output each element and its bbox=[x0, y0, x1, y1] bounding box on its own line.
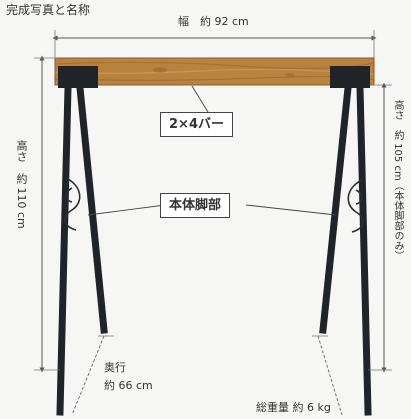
width-label: 幅 約 92 cm bbox=[178, 15, 249, 28]
body-leader-left bbox=[87, 204, 166, 216]
inner-height-label: 高さ 約 105 cm（本体脚部のみ） bbox=[392, 100, 403, 261]
depth-label-line1: 奥行 bbox=[104, 361, 126, 374]
left-bracket bbox=[58, 66, 98, 88]
right-leg bbox=[319, 84, 372, 416]
bar-leader-line bbox=[191, 85, 209, 113]
weight-label: 総重量 約 6 kg bbox=[256, 401, 331, 414]
depth-dimension-line bbox=[71, 335, 105, 416]
bar-label: 2×4バー bbox=[160, 112, 233, 137]
wood-bar bbox=[54, 57, 375, 86]
height-label: 高さ 約 110 cm bbox=[15, 140, 28, 229]
left-scroll-ornament bbox=[64, 177, 81, 231]
weight-dashed-line bbox=[317, 335, 343, 416]
diagram-title: 完成写真と名称 bbox=[6, 3, 91, 17]
right-scroll-ornament bbox=[347, 179, 364, 233]
depth-label-line2: 約 66 cm bbox=[104, 379, 153, 392]
body-leader-right bbox=[245, 204, 337, 216]
left-leg bbox=[56, 84, 108, 416]
body-label: 本体脚部 bbox=[160, 193, 231, 218]
right-bracket bbox=[330, 66, 370, 88]
